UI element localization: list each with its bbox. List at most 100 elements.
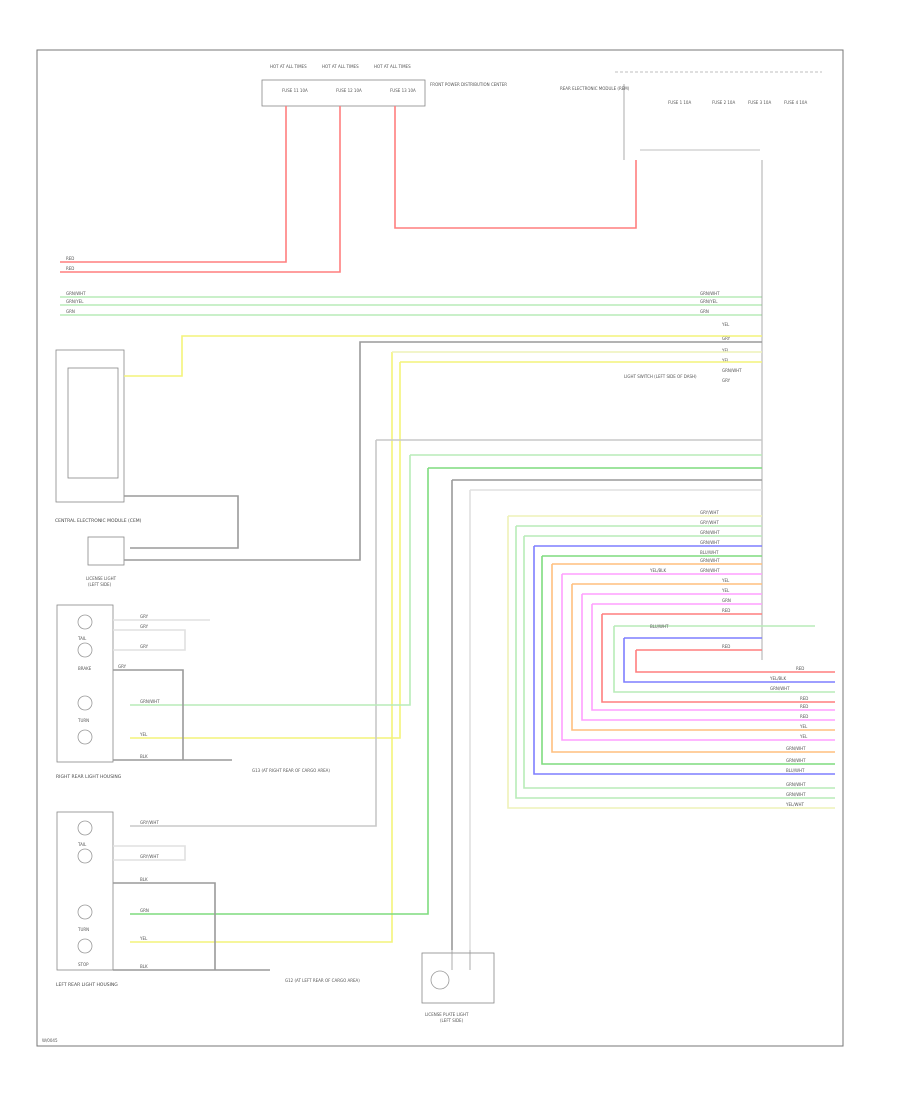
exit-label: RED [800, 704, 808, 709]
left-wire-label: GRN [140, 908, 149, 913]
lamp-stop-label: STOP [78, 962, 89, 967]
right-wire-label: GRY [140, 624, 149, 629]
left-lamp-label: LEFT REAR LIGHT HOUSING [56, 982, 118, 988]
yellow-cem-wire [124, 335, 762, 377]
bus-wire-label-4: GRN/YEL [66, 299, 84, 304]
bundle-label: BLU/WHT [700, 550, 719, 555]
right-lamp-wires: GRY GRY GRY GRY GRN/WHT YEL BLK G13 (AT … [113, 614, 330, 773]
left-wire-label: BLK [140, 964, 148, 969]
central-module-label: CENTRAL ELECTRONIC MODULE (CEM) [55, 518, 142, 524]
tail-bulb-icon [77, 820, 93, 836]
exit-label: GRN/WHT [786, 792, 806, 797]
right-lamp-housing: TAIL TURN BRAKE RIGHT REAR LIGHT HOUSING [56, 604, 122, 780]
green-center-wire-2 [130, 468, 429, 915]
license-light-label: LICENSE LIGHT [86, 576, 117, 581]
red-wire-1 [60, 106, 287, 263]
left-wire-label: YEL [139, 936, 148, 941]
license-light: LICENSE LIGHT (LEFT SIDE) [86, 536, 125, 587]
bundle-label: GRN/WHT [700, 540, 720, 545]
bus-wire-label-1: RED [66, 256, 74, 261]
license-light-sub: (LEFT SIDE) [88, 582, 112, 587]
fuse-top-label-2: HOT AT ALL TIMES [322, 64, 359, 69]
exit-label: GRN/WHT [770, 686, 790, 691]
bundle-label: YEL/BLK [649, 568, 667, 573]
pin-label: YEL [721, 348, 730, 353]
fuse-box-note: FRONT POWER DISTRIBUTION CENTER [430, 82, 507, 87]
center-light-label: LICENSE PLATE LIGHT [425, 1012, 469, 1017]
bundle-label: RED [722, 608, 730, 613]
turn-bulb-icon [77, 695, 93, 711]
right-bundle [507, 515, 835, 809]
fuse-box: HOT AT ALL TIMES HOT AT ALL TIMES HOT AT… [261, 64, 507, 107]
brake-bulb-icon [77, 642, 93, 658]
gray-license-wire [124, 341, 762, 561]
lamp-turn-label: TURN [77, 927, 89, 932]
pin-label: YEL [721, 358, 730, 363]
green-center-wire [130, 455, 411, 706]
exit-label: RED [800, 714, 808, 719]
right-bundle-labels: GRY/WHT GRY/WHT GRN/WHT GRN/WHT BLU/WHT … [649, 510, 731, 649]
stop-bulb-icon [77, 729, 93, 745]
bundle-label: YEL [721, 578, 730, 583]
bundle-label: GRY/WHT [700, 510, 719, 515]
bundle-label: RED [722, 644, 730, 649]
pin-label: GRY [722, 378, 731, 383]
side-note: LIGHT SWITCH (LEFT SIDE OF DASH) [624, 374, 697, 379]
green-bus [60, 296, 762, 316]
red-supply-wires [60, 106, 637, 273]
bus-wire-label-3: GRN/WHT [66, 291, 86, 296]
tail-bulb-icon [77, 614, 93, 630]
relay-fuse-1: FUSE 1 10A [668, 100, 691, 105]
bundle-label: GRN/WHT [700, 558, 720, 563]
brake-bulb-icon [77, 848, 93, 864]
left-wire-label: GRY/WHT [140, 854, 159, 859]
relay-fuse-4: FUSE 4 10A [784, 100, 807, 105]
left-lamp-housing: TAIL TURN STOP LEFT REAR LIGHT HOUSING [56, 811, 118, 988]
bus-wire-label-2: RED [66, 266, 74, 271]
lamp-brake-label: BRAKE [78, 666, 92, 671]
right-wire-label: YEL [139, 732, 148, 737]
fuse-item-3: FUSE 13 10A [390, 88, 416, 93]
lamp-tail-label: TAIL [77, 842, 87, 847]
bulb-icon [430, 970, 450, 990]
connector-pin-labels: YEL GRY YEL YEL GRN/WHT GRY [721, 322, 742, 383]
exit-label: GRN/WHT [786, 758, 806, 763]
exit-label: YEL/BLK [769, 676, 787, 681]
left-lamp-wires: GRY/WHT GRY/WHT BLK GRN YEL BLK G12 (AT … [113, 820, 360, 983]
red-wire-2 [60, 106, 341, 273]
bundle-label: GRY/WHT [700, 520, 719, 525]
right-wire-label: GRY [140, 614, 149, 619]
yellow-center-wire [130, 352, 393, 943]
center-license-light: LICENSE PLATE LIGHT (LEFT SIDE) [421, 950, 495, 1023]
exit-label: YEL [799, 734, 808, 739]
pin-label: YEL [721, 322, 730, 327]
left-wire-label: GRY/WHT [140, 820, 159, 825]
gray-cem-wire [124, 495, 239, 549]
stop-bulb-icon [77, 938, 93, 954]
exit-label: BLU/WHT [786, 768, 805, 773]
central-module: CENTRAL ELECTRONIC MODULE (CEM) [55, 349, 142, 524]
lamp-turn-label: TURN [77, 718, 89, 723]
left-ground-note: G12 (AT LEFT REAR OF CARGO AREA) [285, 978, 360, 983]
bundle-label: BLU/WHT [650, 624, 669, 629]
bundle-label: GRN/WHT [700, 568, 720, 573]
right-wire-label: GRN/WHT [140, 699, 160, 704]
yellow-center-wire-2 [130, 362, 401, 739]
lamp-tail-label: TAIL [77, 636, 87, 641]
red-wire-3 [394, 106, 637, 229]
exit-label: GRN/WHT [786, 746, 806, 751]
bus-wire-right-3: GRN/WHT [700, 291, 720, 296]
fuse-item-1: FUSE 11 10A [282, 88, 308, 93]
exit-label: GRN/WHT [786, 782, 806, 787]
bus-wire-right-4: GRN/YEL [700, 299, 718, 304]
diagram-frame [36, 49, 844, 1047]
exit-label: YEL/WHT [785, 802, 805, 807]
pin-label: GRN/WHT [722, 368, 742, 373]
bundle-label: GRN [722, 598, 731, 603]
relay-fuse-2: FUSE 2 10A [712, 100, 735, 105]
right-ground-note: G13 (AT RIGHT REAR OF CARGO AREA) [252, 768, 330, 773]
fuse-top-label-3: HOT AT ALL TIMES [374, 64, 411, 69]
pin-label: GRY [722, 336, 731, 341]
fuse-top-label-1: HOT AT ALL TIMES [270, 64, 307, 69]
relay-module: REAR ELECTRONIC MODULE (REM) FUSE 1 10A … [560, 71, 822, 160]
